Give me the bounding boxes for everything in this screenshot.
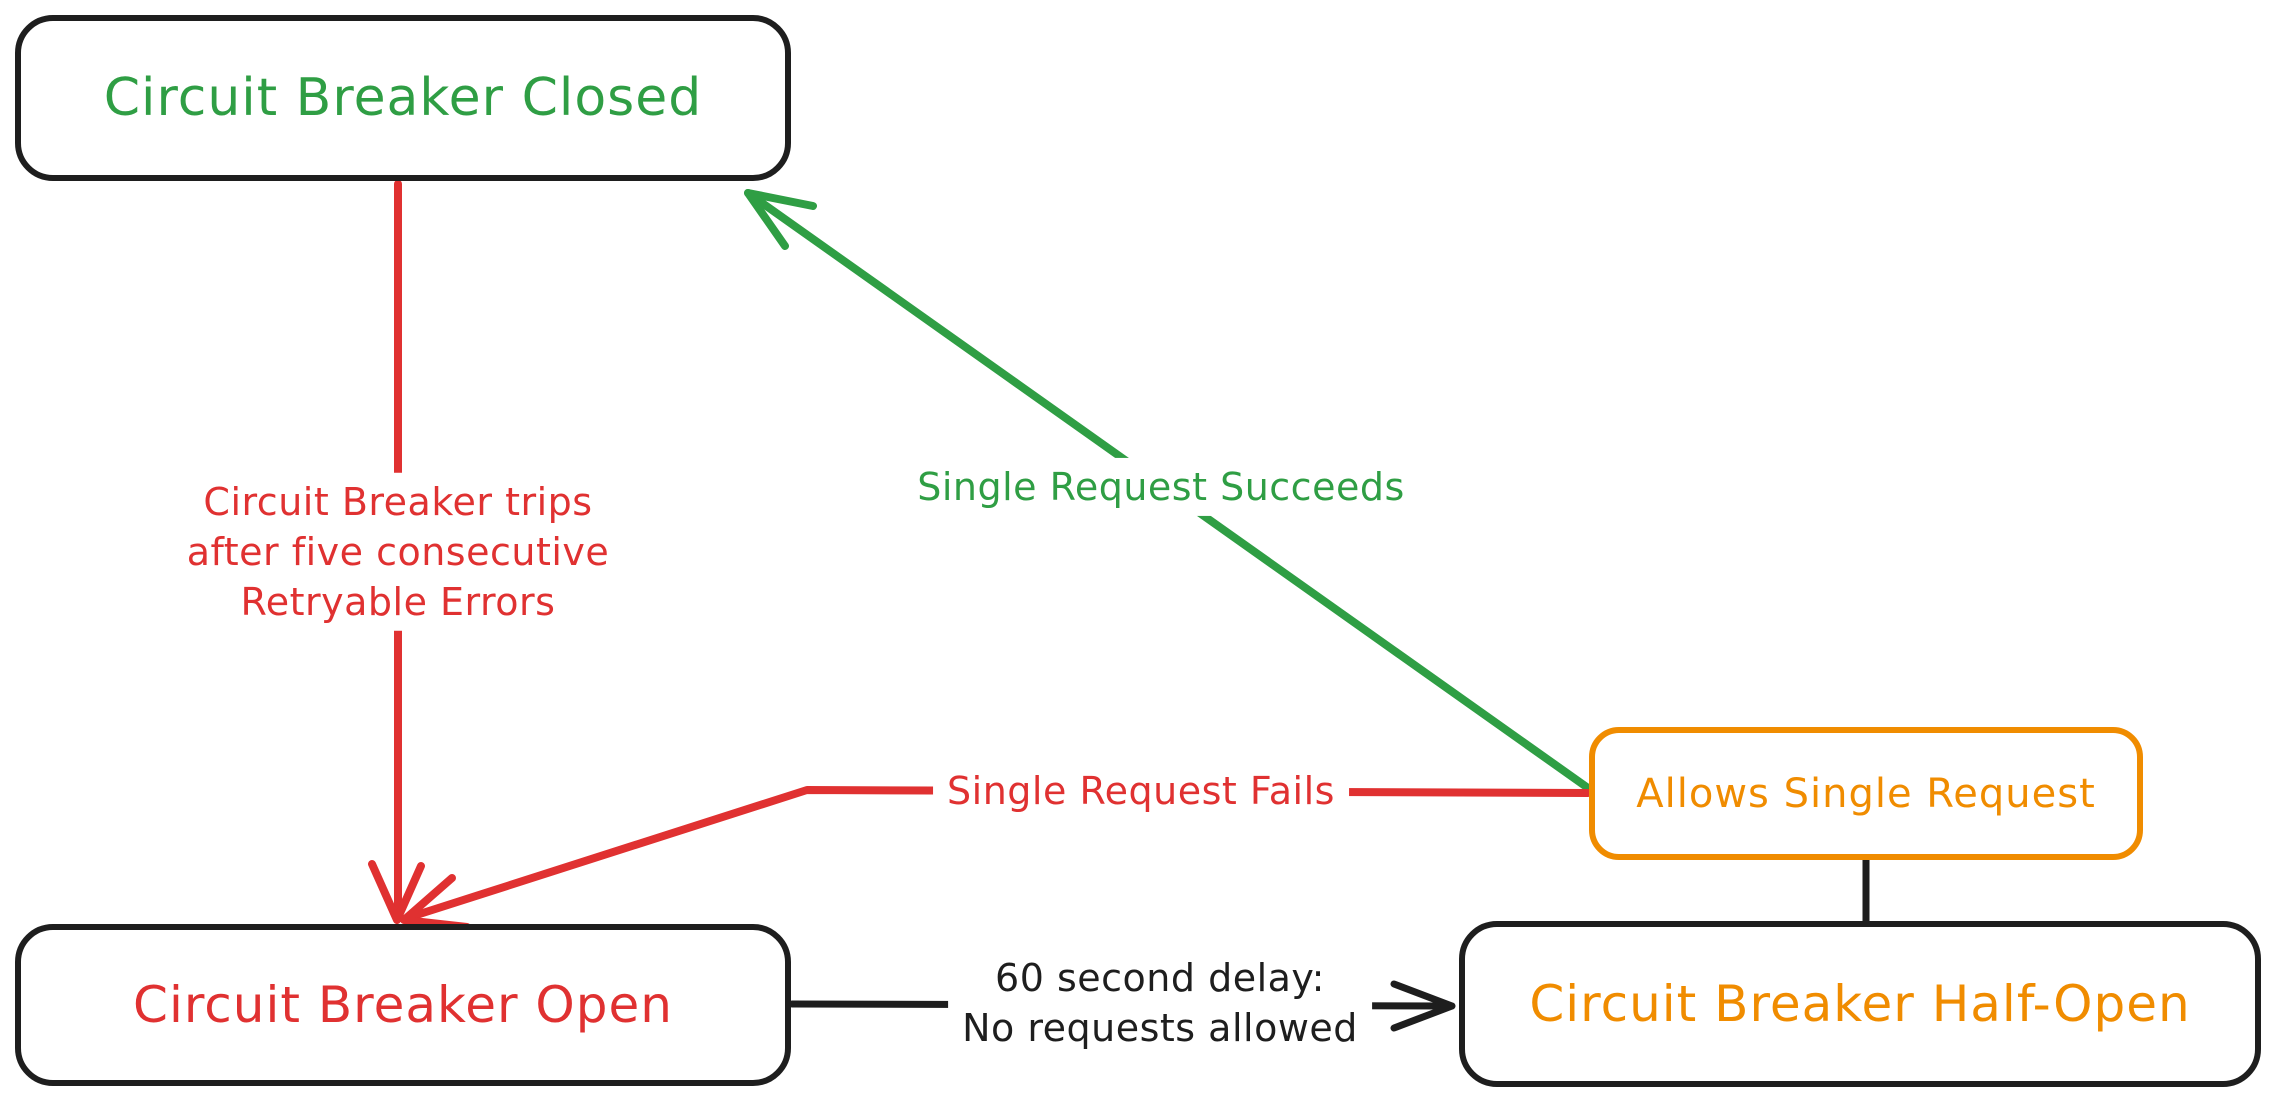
- edge-label-succeeds: Single Request Succeeds: [903, 457, 1419, 517]
- arrowhead-down-icon: [368, 860, 425, 924]
- edge-label-trips-line2: after five consecutive: [186, 529, 610, 574]
- edge-label-trips-line3: Retryable Errors: [240, 580, 556, 625]
- edge-label-succeeds-text: Single Request Succeeds: [917, 464, 1405, 509]
- arrowhead-upleft-icon: [744, 189, 817, 250]
- node-allows-single-request: Allows Single Request: [1589, 727, 2143, 860]
- node-circuit-breaker-open: Circuit Breaker Open: [15, 924, 791, 1086]
- edge-label-trips-line1: Circuit Breaker trips: [203, 479, 593, 524]
- edge-label-fails: Single Request Fails: [933, 761, 1349, 821]
- node-allows-label: Allows Single Request: [1636, 770, 2096, 817]
- edge-label-trips: Circuit Breaker trips after five consecu…: [172, 472, 624, 632]
- arrowhead-right-icon: [1390, 980, 1456, 1032]
- node-circuit-breaker-half-open: Circuit Breaker Half-Open: [1459, 921, 2261, 1087]
- edge-label-delay-line1: 60 second delay:: [995, 955, 1325, 1000]
- edge-label-delay: 60 second delay: No requests allowed: [948, 948, 1372, 1058]
- edge-label-fails-text: Single Request Fails: [947, 768, 1335, 813]
- edge-label-delay-line2: No requests allowed: [962, 1006, 1358, 1050]
- node-closed-label: Circuit Breaker Closed: [103, 68, 703, 128]
- node-open-label: Circuit Breaker Open: [133, 976, 673, 1034]
- node-circuit-breaker-closed: Circuit Breaker Closed: [15, 15, 791, 181]
- node-half-open-label: Circuit Breaker Half-Open: [1529, 975, 2191, 1033]
